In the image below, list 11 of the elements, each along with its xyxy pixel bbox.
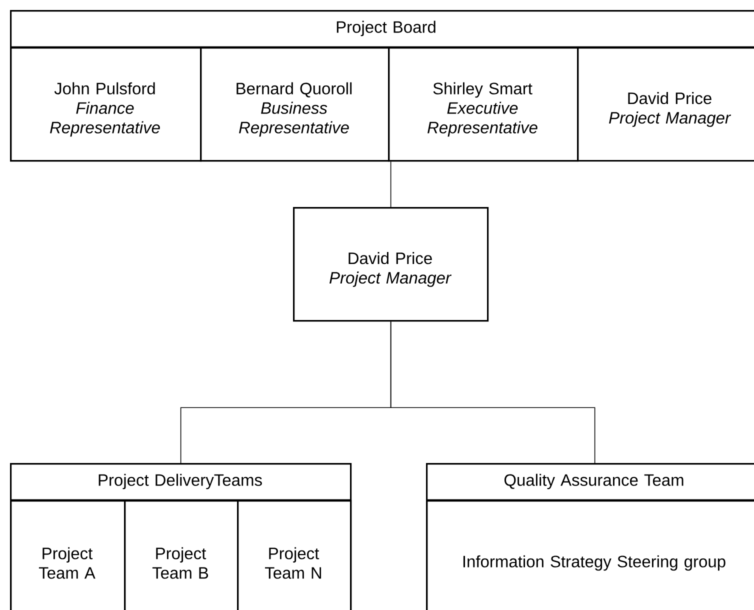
- person-box: David Price Project Manager: [577, 47, 754, 162]
- person-box: Shirley Smart Executive Representative: [388, 47, 579, 162]
- person-box: John Pulsford Finance Representative: [10, 47, 202, 162]
- person-box: Bernard Quoroll Business Representative: [200, 47, 390, 162]
- team-box: Project Team A: [10, 500, 126, 610]
- connector-line: [390, 321, 596, 464]
- connector-line: [390, 161, 392, 208]
- team-box: Information Strategy Steering group: [426, 500, 754, 610]
- person-box: David Price Project Manager: [293, 206, 489, 322]
- team-box: Project Team N: [237, 500, 352, 610]
- team-box: Project Team B: [124, 500, 239, 610]
